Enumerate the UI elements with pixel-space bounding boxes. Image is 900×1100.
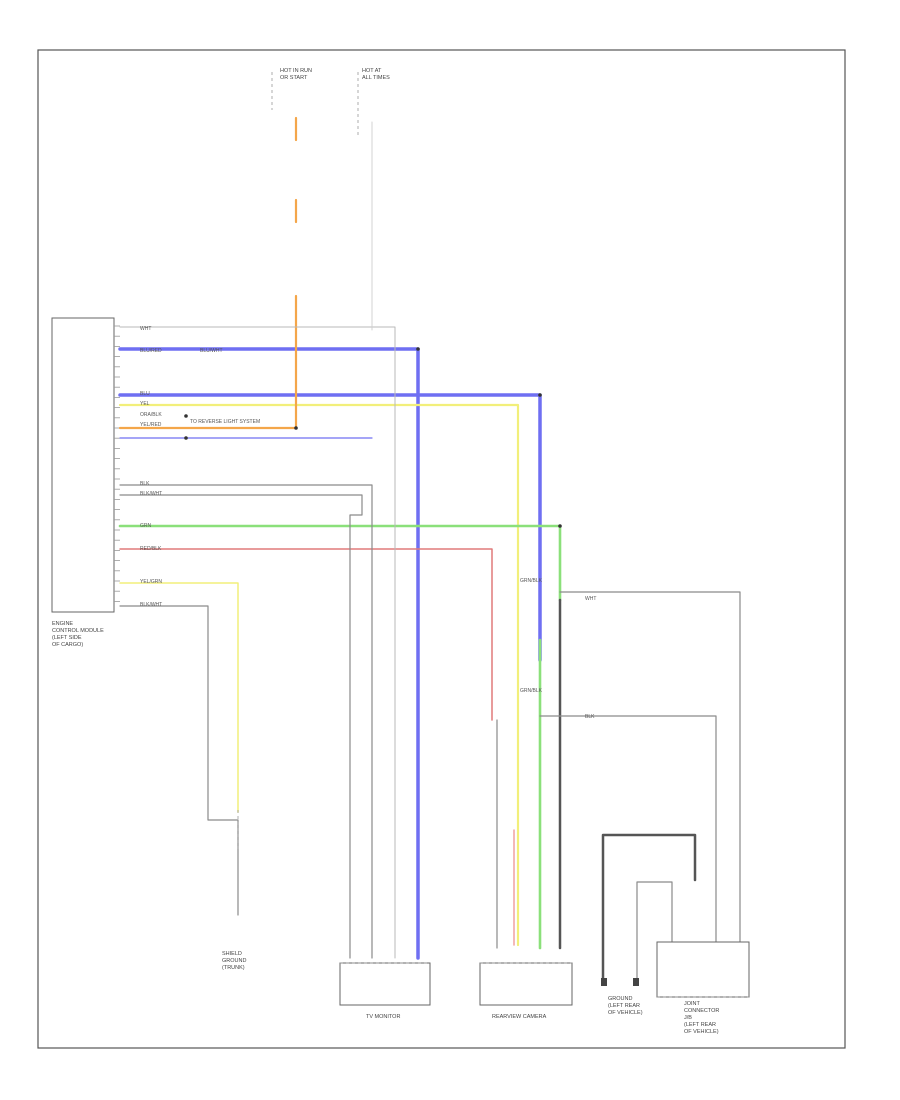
label-blu-red: BLU/RED <box>140 348 162 354</box>
ground-terminal-2 <box>633 978 639 986</box>
engine-control-module <box>51 317 115 613</box>
ground-caption-1: GROUND <box>608 996 632 1002</box>
splice-dot-3 <box>184 436 188 440</box>
label-wht: WHT <box>140 326 151 332</box>
wire-yellow <box>118 403 520 947</box>
fuse-top-left-caption-1: HOT IN RUN <box>280 68 312 74</box>
splice-dot-5 <box>538 393 542 397</box>
module-pins <box>114 325 120 602</box>
wire-gray-3 <box>119 605 239 916</box>
tv-monitor <box>339 962 431 1006</box>
tv-monitor-caption: TV MONITOR <box>366 1014 400 1020</box>
diagram-frame <box>37 49 846 1049</box>
wire-blue-main <box>118 393 542 662</box>
label-ora-blk: ORA/BLK <box>140 412 162 418</box>
label-blk-wht: BLK/WHT <box>140 602 162 608</box>
label-grn-blk: GRN/BLK <box>520 578 543 584</box>
label-yel-red: YEL/RED <box>140 422 162 428</box>
label-wht-right: WHT <box>585 596 596 602</box>
joint-caption-5: OF VEHICLE) <box>684 1029 719 1035</box>
splice-dot-6 <box>416 347 420 351</box>
label-blk: BLK <box>140 481 150 487</box>
wire-red <box>119 548 493 721</box>
wires <box>118 116 741 981</box>
label-yel: YEL <box>140 401 150 407</box>
splice-dot-1 <box>294 426 298 430</box>
joint-caption-4: (LEFT REAR <box>684 1022 716 1028</box>
label-yel-grn: YEL/GRN <box>140 579 162 585</box>
rearview-camera <box>479 962 573 1006</box>
wire-blue-upper <box>118 347 420 960</box>
label-grn-blk-2: GRN/BLK <box>520 688 543 694</box>
ground-caption-3: OF VEHICLE) <box>608 1010 643 1016</box>
label-red-blk: RED/BLK <box>140 546 162 552</box>
label-blu-ref: BLU/WHT <box>200 348 223 354</box>
wire-gray-right-1 <box>559 591 741 981</box>
ground-caption-2: (LEFT REAR <box>608 1003 640 1009</box>
module-caption-4: OF CARGO) <box>52 642 83 648</box>
label-blk-2: BLK/WHT <box>140 491 162 497</box>
ground-symbols <box>601 978 639 986</box>
label-blk-right: BLK <box>585 714 595 720</box>
fuse-top-right-caption-2: ALL TIMES <box>362 75 390 81</box>
joint-connector <box>656 941 750 998</box>
joint-caption-2: CONNECTOR <box>684 1008 719 1014</box>
module-caption-1: ENGINE <box>52 621 73 627</box>
rearview-camera-caption: REARVIEW CAMERA <box>492 1014 547 1020</box>
label-blu: BLU <box>140 391 150 397</box>
wire-yellow-lower <box>119 582 239 813</box>
label-reverse-light: TO REVERSE LIGHT SYSTEM <box>190 419 260 425</box>
wire-dark-shield <box>601 833 697 980</box>
wire-gray-right-2 <box>539 715 717 981</box>
fuse-block-top-right: HOT AT ALL TIMES <box>357 68 390 135</box>
module-caption-2: CONTROL MODULE <box>52 628 104 634</box>
joint-caption-3: J/B <box>684 1015 692 1021</box>
ground-terminal-1 <box>601 978 607 986</box>
fuse-top-left-caption-2: OR START <box>280 75 308 81</box>
wire-green <box>118 524 562 602</box>
wire-gray-1 <box>119 484 373 959</box>
wire-gray-lower-2 <box>636 881 673 979</box>
shield-ground-caption-3: (TRUNK) <box>222 965 245 971</box>
wire-orange-horizontal <box>118 294 298 430</box>
label-grn: GRN <box>140 523 152 529</box>
module-caption-3: (LEFT SIDE <box>52 635 82 641</box>
fuse-block-top-left: HOT IN RUN OR START <box>271 68 312 110</box>
wire-gray-2 <box>119 494 363 959</box>
wire-gray-top <box>119 326 396 959</box>
joint-caption-1: JOINT <box>684 1001 701 1007</box>
shield-ground-caption-2: GROUND <box>222 958 246 964</box>
splice-dot-2 <box>184 414 188 418</box>
fuse-top-right-caption-1: HOT AT <box>362 68 382 74</box>
shield-ground-caption-1: SHIELD <box>222 951 242 957</box>
splice-dot-4 <box>558 524 562 528</box>
